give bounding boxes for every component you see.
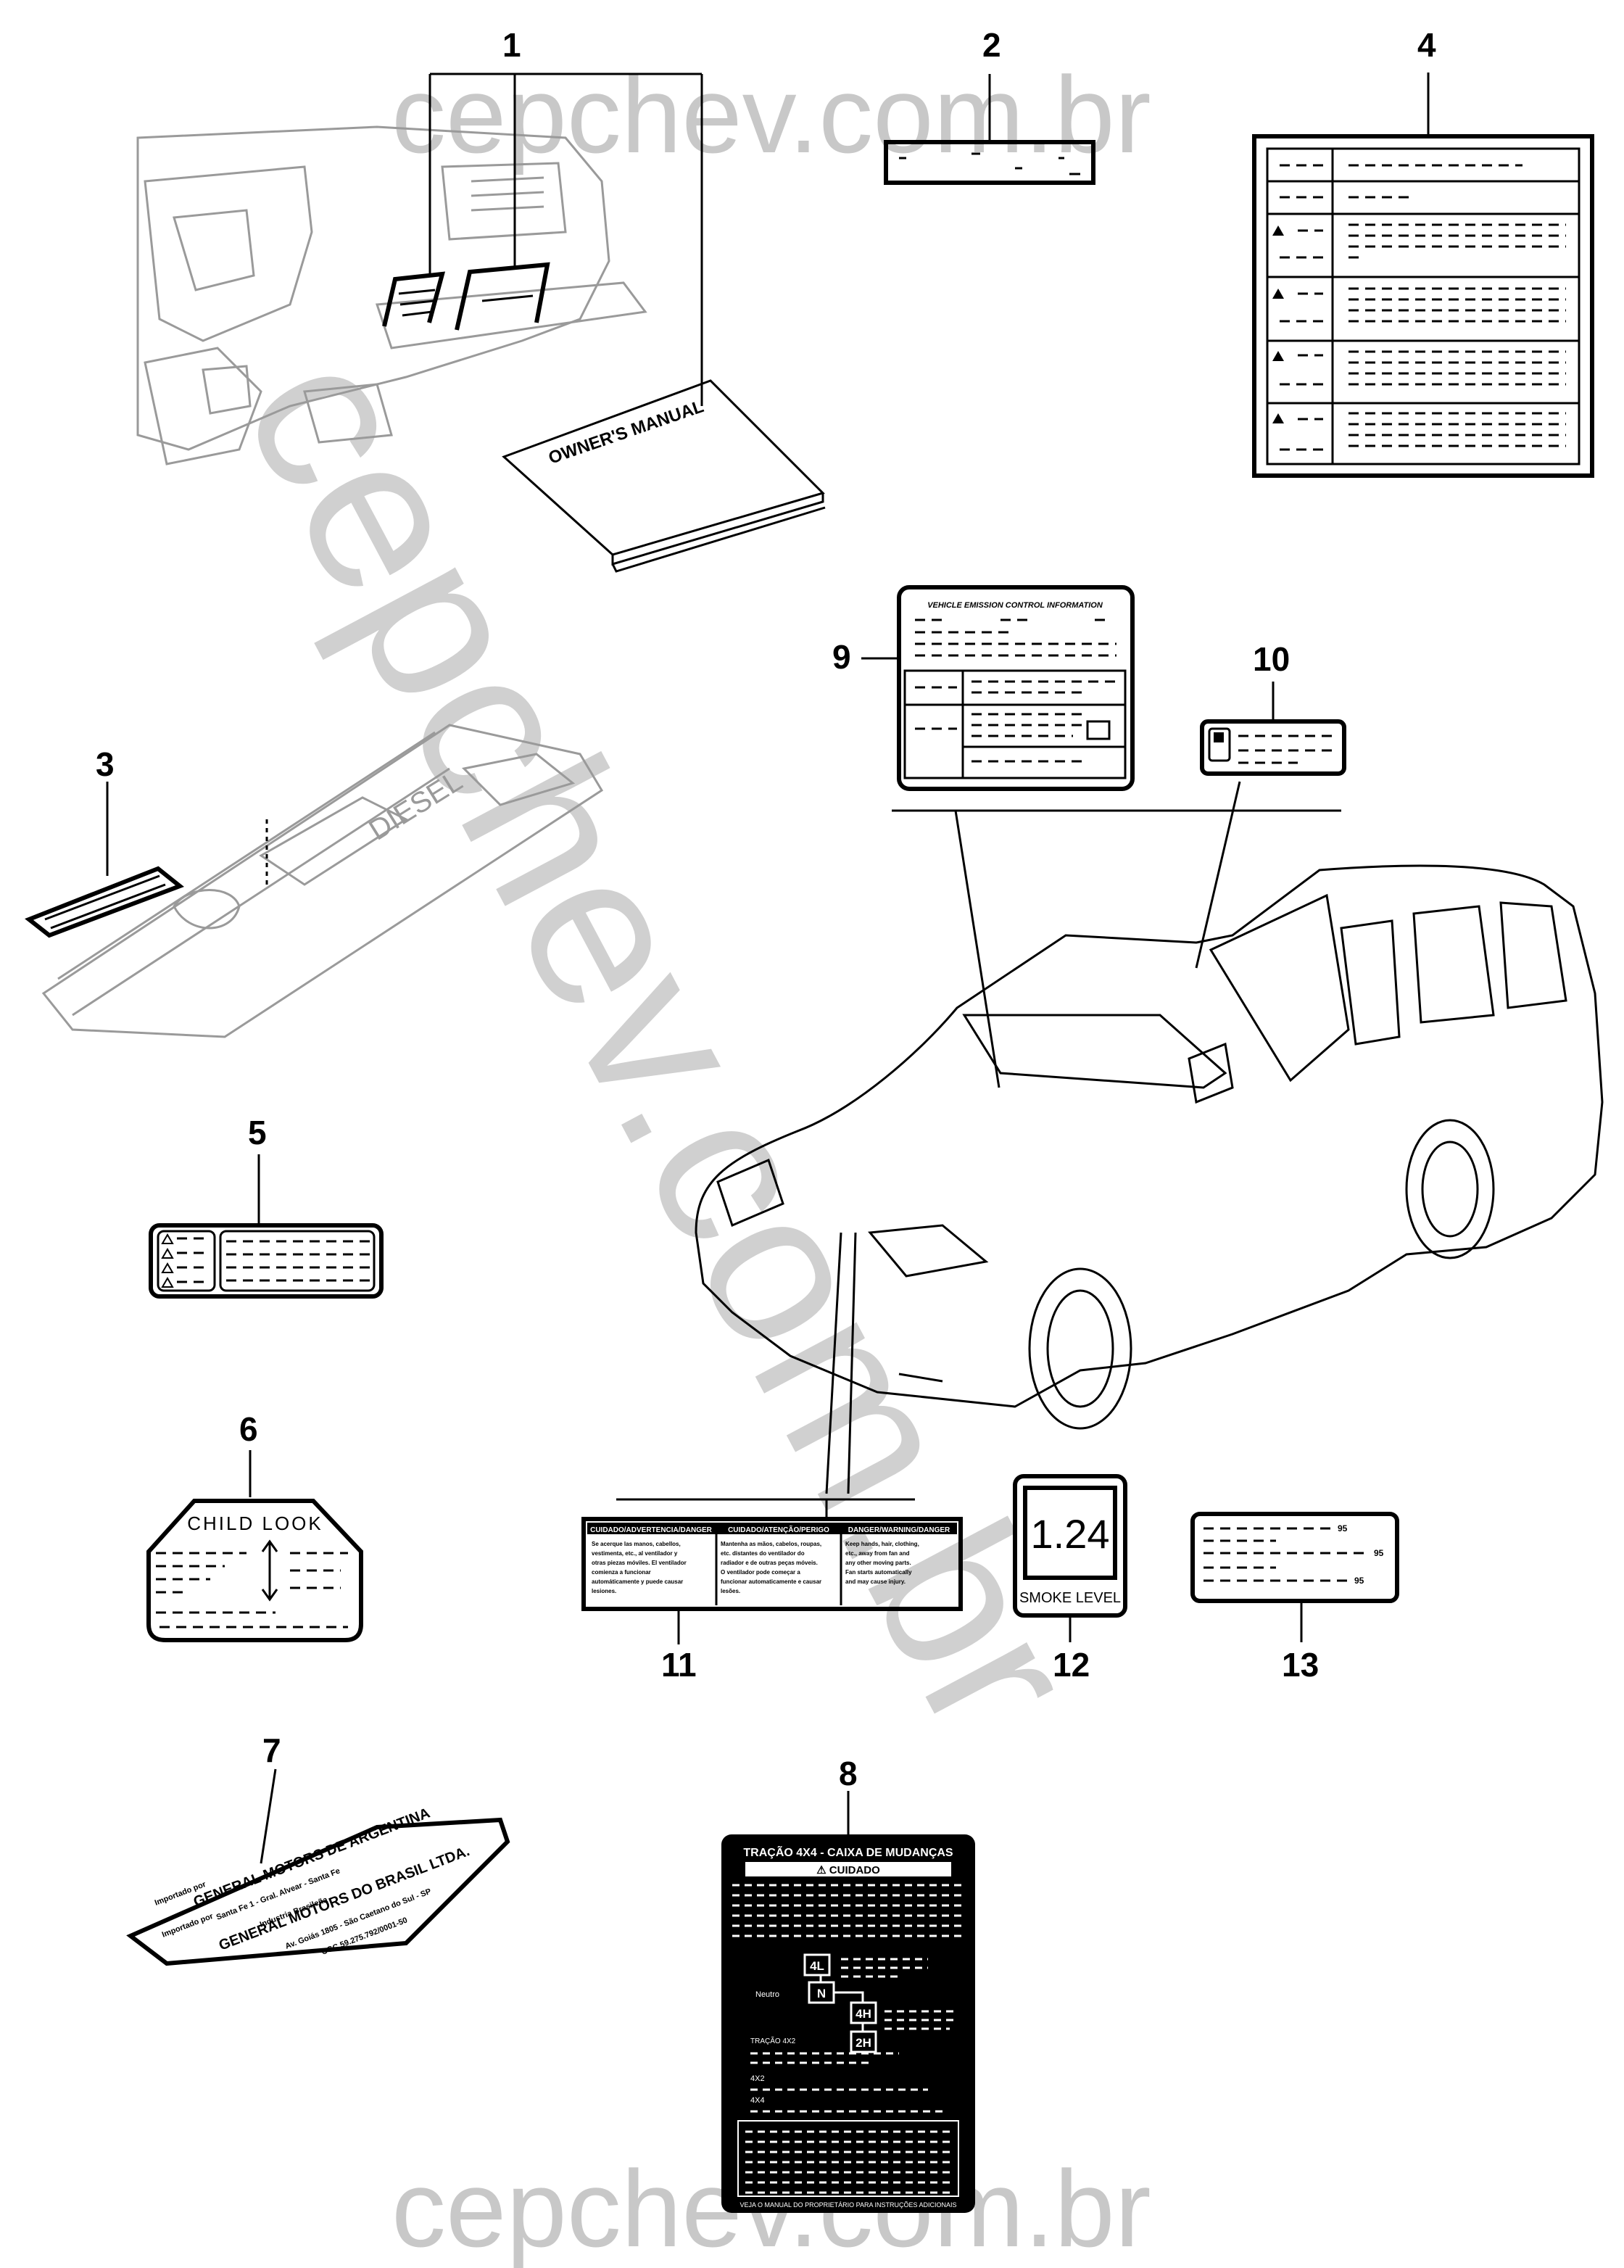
label-10 [1200,682,1346,776]
label-11-text: Fan starts automatically [845,1569,912,1576]
label-11: CUIDADO/ADVERTENCIA/DANGER CUIDADO/ATENÇ… [581,1498,963,1644]
label-9: VEHICLE EMISSION CONTROL INFORMATION [861,585,1135,791]
smoke-level-value: 1.24 [1031,1511,1110,1557]
label-11-text: etc. distantes do ventilador do [721,1550,805,1557]
label-7-line: GENERAL MOTORS DE ARGENTINA [191,1805,432,1911]
owners-manual: OWNER'S MANUAL [502,379,826,573]
gear-2h: 2H [856,2036,871,2050]
label-8-warning: ⚠ CUIDADO [816,1864,880,1876]
gear-n: N [817,1987,826,2000]
callout-8: 8 [839,1755,858,1792]
callout-2: 2 [982,26,1001,64]
label-11-header-3: DANGER/WARNING/DANGER [848,1526,950,1534]
gear-4h: 4H [856,2007,871,2021]
label-11-text: comienza a funcionar [592,1569,651,1576]
label-8-neutral: Neutro [755,1990,779,1999]
vehicle-outline [695,781,1604,1494]
label-5 [149,1154,384,1299]
label-13-code: 95 [1338,1523,1348,1534]
label-11-text: lesiones. [592,1588,616,1594]
label-11-text: vestimenta, etc., al ventilador y [592,1550,678,1557]
gear-4l: 4L [810,1959,824,1973]
booklet-holders [382,262,550,331]
label-11-text: and may cause injury. [845,1578,906,1585]
label-4 [1252,73,1594,478]
callout-1: 1 [502,26,521,64]
callout-3: 3 [96,745,115,783]
label-13-code: 95 [1374,1548,1384,1558]
label-8-title: TRAÇÃO 4X4 - CAIXA DE MUDANÇAS [743,1845,953,1859]
label-7-line: CGC 59.275.792/0001-50 [320,1916,409,1956]
callout-1-leader [428,73,703,406]
callout-11: 11 [661,1646,697,1684]
label-11-text: Keep hands, hair, clothing, [845,1541,919,1547]
callout-7: 7 [262,1731,281,1769]
label-11-text: funcionar automaticamente e causar [721,1578,821,1585]
label-11-text: etc., away from fan and [845,1550,910,1557]
label-11-text: lesões. [721,1588,740,1594]
label-11-text: radiador e de outras peças móveis. [721,1560,818,1566]
label-8-footer: VEJA O MANUAL DO PROPRIETÁRIO PARA INSTR… [740,2201,956,2209]
label-8-note: TRAÇÃO 4X2 [750,2036,796,2045]
label-11-text: otras piezas móviles. El ventilador [592,1560,687,1566]
smoke-level-caption: SMOKE LEVEL [1019,1590,1121,1606]
label-8: TRAÇÃO 4X4 - CAIXA DE MUDANÇAS ⚠ CUIDADO… [721,1791,975,2213]
label-2 [884,74,1095,185]
label-11-header-1: CUIDADO/ADVERTENCIA/DANGER [590,1526,713,1534]
label-11-text: automáticamente y puede causar [592,1578,683,1585]
watermark-top: cepchev.com.br [392,54,1151,175]
label-11-text: any other moving parts. [845,1560,911,1566]
callout-9: 9 [832,638,851,676]
label-7-line: Importado por [161,1912,215,1940]
callout-10: 10 [1253,640,1290,678]
label-11-text: Mantenha as mãos, cabelos, roupas, [721,1541,821,1547]
label-12: 1.24 SMOKE LEVEL [1013,1474,1127,1642]
callout-4: 4 [1417,26,1436,64]
label-8-note: 4X2 [750,2074,765,2083]
label-13: 95 95 95 [1190,1512,1399,1642]
callout-5: 5 [248,1114,267,1151]
label-11-header-2: CUIDADO/ATENÇÃO/PERIGO [728,1525,829,1534]
callout-12: 12 [1053,1646,1090,1684]
label-6-title: CHILD LOOK [187,1512,323,1534]
label-3 [25,782,268,938]
label-11-text: O ventilador pode começar a [721,1569,800,1576]
label-8-note: 4X4 [750,2096,765,2105]
label-11-text: Se acerque las manos, cabellos, [592,1541,681,1547]
label-9-title: VEHICLE EMISSION CONTROL INFORMATION [927,601,1103,610]
label-6: CHILD LOOK [146,1450,363,1642]
callout-13: 13 [1282,1646,1319,1684]
label-7: Importado por GENERAL MOTORS DE ARGENTIN… [126,1768,510,1966]
label-13-code: 95 [1354,1576,1364,1586]
callout-6: 6 [239,1410,258,1448]
